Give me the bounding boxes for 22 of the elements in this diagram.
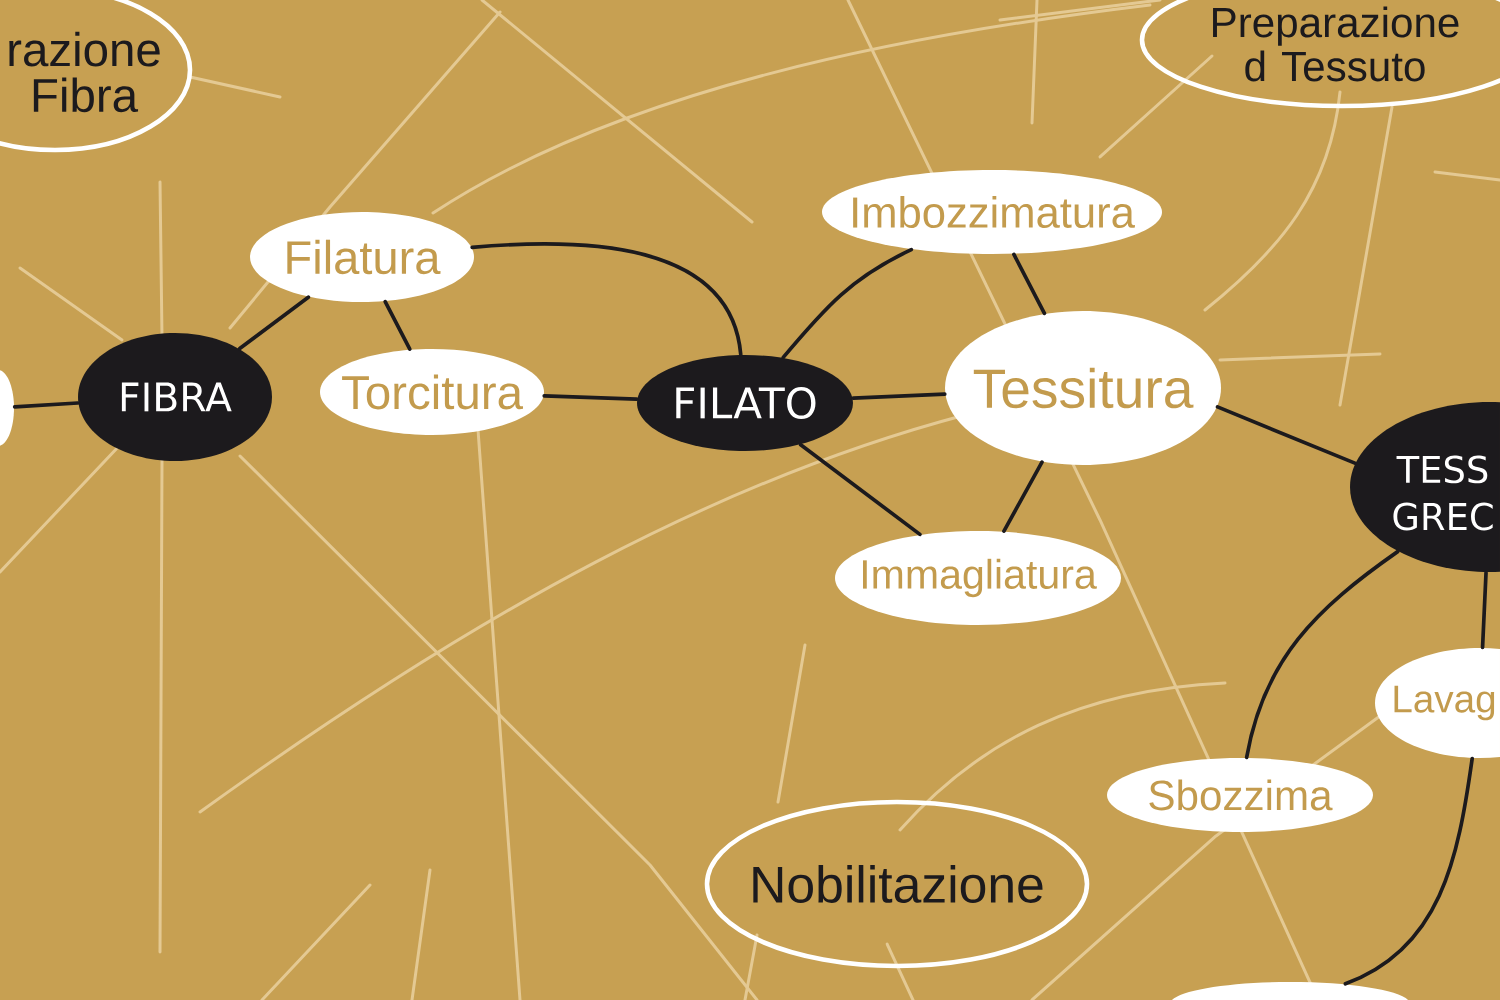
process-oval: Immagliatura <box>835 531 1121 625</box>
connector-line <box>383 299 412 351</box>
main-stage-oval: FILATO <box>637 355 853 451</box>
process-oval: Torcitura <box>320 349 544 435</box>
connector-line <box>798 443 922 537</box>
process-oval: Filatura <box>250 212 474 302</box>
connector-line <box>1002 460 1044 533</box>
connector-line <box>1343 756 1475 986</box>
connector-line <box>851 392 947 401</box>
connector-line <box>542 394 639 402</box>
connector-line <box>237 295 311 351</box>
connector-line <box>1480 570 1488 650</box>
process-oval: Sbozzima <box>1107 758 1373 832</box>
main-stage-oval: FIBRA <box>78 333 272 461</box>
process-oval: Tessitura <box>945 311 1221 465</box>
connector-line <box>1215 405 1357 465</box>
process-oval: Imbozzimatura <box>822 170 1162 254</box>
connector-line <box>1244 549 1400 760</box>
connector-line <box>781 247 914 360</box>
connector-line <box>1012 252 1047 316</box>
connector-line <box>470 242 743 357</box>
connector-line <box>12 401 80 409</box>
